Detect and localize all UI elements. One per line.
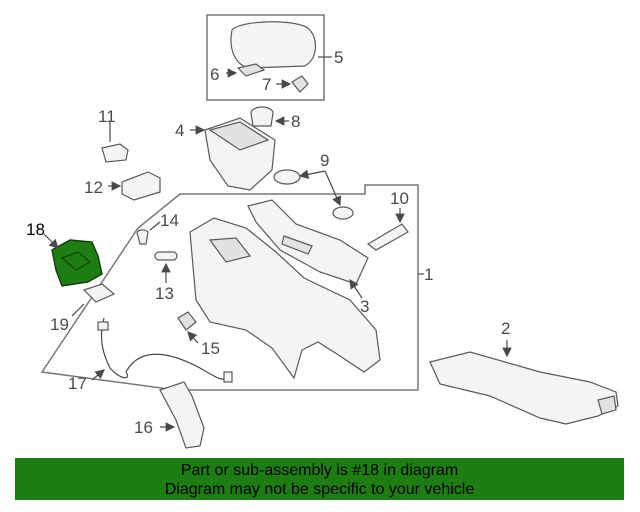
part-19-connector[interactable] xyxy=(71,283,116,317)
callout-9: 9 xyxy=(320,151,329,170)
part-10-trim[interactable] xyxy=(366,208,409,251)
callout-1: 1 xyxy=(424,265,433,284)
part-2-duct[interactable] xyxy=(429,340,619,425)
banner-line-1: Part or sub-assembly is #18 in diagram xyxy=(180,462,459,479)
part-16-cover[interactable] xyxy=(159,381,205,449)
callout-15: 15 xyxy=(201,339,220,358)
callout-8: 8 xyxy=(291,112,300,131)
callout-17: 17 xyxy=(68,374,87,393)
callout-18: 18 xyxy=(26,220,45,239)
callout-3: 3 xyxy=(360,297,369,316)
part-11-switch[interactable] xyxy=(101,122,129,163)
part-7-clip[interactable] xyxy=(276,75,309,93)
callout-19: 19 xyxy=(50,315,69,334)
part-1-console-body[interactable] xyxy=(189,217,424,380)
callout-14: 14 xyxy=(160,211,179,230)
part-14-clip[interactable] xyxy=(136,221,161,245)
part-8-cup[interactable] xyxy=(250,106,289,127)
part-3-shift-trim[interactable] xyxy=(247,199,369,299)
banner-line-2: Diagram may not be specific to your vehi… xyxy=(164,481,475,498)
part-5-armrest-lid[interactable] xyxy=(230,21,332,69)
part-4-console-box[interactable] xyxy=(190,117,276,191)
part-12-module[interactable] xyxy=(108,171,161,201)
callout-7: 7 xyxy=(262,75,271,94)
callout-10: 10 xyxy=(390,189,409,208)
callout-11: 11 xyxy=(98,107,116,126)
part-15-bracket[interactable] xyxy=(177,311,199,344)
callout-16: 16 xyxy=(134,418,153,437)
part-13-pin[interactable] xyxy=(154,251,178,283)
callout-4: 4 xyxy=(175,121,184,140)
parts-diagram: 1 2 3 4 5 6 7 8 9 10 11 12 13 14 15 16 1… xyxy=(26,14,619,449)
part-17-harness[interactable] xyxy=(91,317,233,383)
part-18-highlighted[interactable] xyxy=(43,233,103,287)
callout-2: 2 xyxy=(501,319,510,338)
callout-12: 12 xyxy=(84,178,103,197)
part-6-pad[interactable] xyxy=(226,63,266,78)
callout-5: 5 xyxy=(334,48,343,67)
callout-6: 6 xyxy=(210,65,219,84)
console-frame xyxy=(40,184,419,391)
callout-13: 13 xyxy=(155,284,174,303)
part-9-rings[interactable] xyxy=(273,169,354,220)
part-info-banner: Part or sub-assembly is #18 in diagram D… xyxy=(15,458,624,500)
